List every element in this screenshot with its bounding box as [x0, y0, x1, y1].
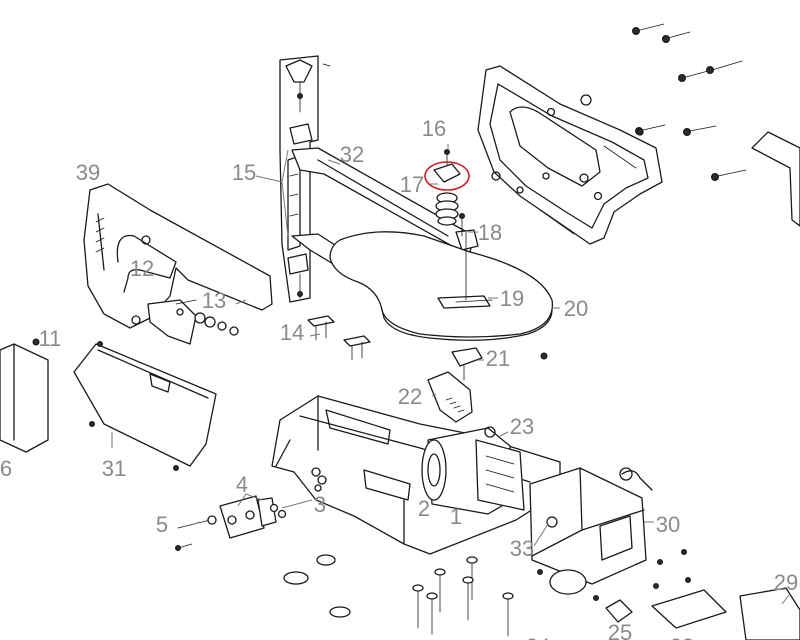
- tilt-trunnion: [427, 347, 548, 423]
- callout-3: 3: [314, 492, 326, 517]
- highlight-circle: [424, 161, 470, 191]
- arm-housing-left: [83, 183, 273, 345]
- callout-5: 5: [156, 512, 168, 537]
- callout-18: 18: [478, 220, 502, 245]
- motor-mount-bracket: [175, 495, 287, 551]
- callout-23: 23: [510, 414, 534, 439]
- callout-15: 15: [232, 160, 256, 185]
- callout-13: 13: [202, 288, 226, 313]
- callout-30: 30: [656, 512, 680, 537]
- callout-16: 16: [422, 116, 446, 141]
- callout-29: 29: [774, 570, 798, 595]
- side-cover-plate: [73, 341, 217, 471]
- callout-14: 14: [280, 320, 304, 345]
- callout-22: 22: [398, 384, 422, 409]
- right-edge-part: [751, 131, 800, 227]
- blade-holder-column: [279, 55, 331, 303]
- callout-33: 33: [510, 536, 534, 561]
- callout-11: 11: [39, 326, 62, 351]
- saw-table: [329, 231, 554, 341]
- callout-6: 6: [0, 456, 12, 481]
- callout-17: 17: [400, 172, 424, 197]
- clamp-bolts: [307, 315, 371, 361]
- callout-21: 21: [486, 346, 510, 371]
- callout-labels: 16 17 15 32 39 18 12 13 19 20 11 14 21 2…: [0, 116, 798, 640]
- screws-top-right: [632, 23, 747, 181]
- callout-20: 20: [564, 296, 588, 321]
- base-bolts: [283, 554, 514, 637]
- callout-25: 25: [608, 620, 632, 640]
- tension-knob-parts: [433, 149, 465, 237]
- callout-19: 19: [500, 286, 524, 311]
- callout-4: 4: [236, 472, 248, 497]
- callout-2: 2: [418, 496, 430, 521]
- switch-housing: [529, 467, 653, 585]
- motor-cover-left: [0, 338, 49, 453]
- callout-12: 12: [130, 256, 154, 281]
- leader-lines: [111, 144, 791, 605]
- lower-hardware: [537, 549, 800, 640]
- callout-31: 31: [102, 456, 126, 481]
- callout-32: 32: [340, 142, 364, 167]
- callout-1: 1: [450, 504, 462, 529]
- callout-24: 24: [526, 634, 550, 640]
- motor: [421, 426, 525, 515]
- upper-arm-housing-right: [477, 65, 663, 245]
- callout-28: 28: [670, 634, 694, 640]
- callout-39: 39: [76, 160, 100, 185]
